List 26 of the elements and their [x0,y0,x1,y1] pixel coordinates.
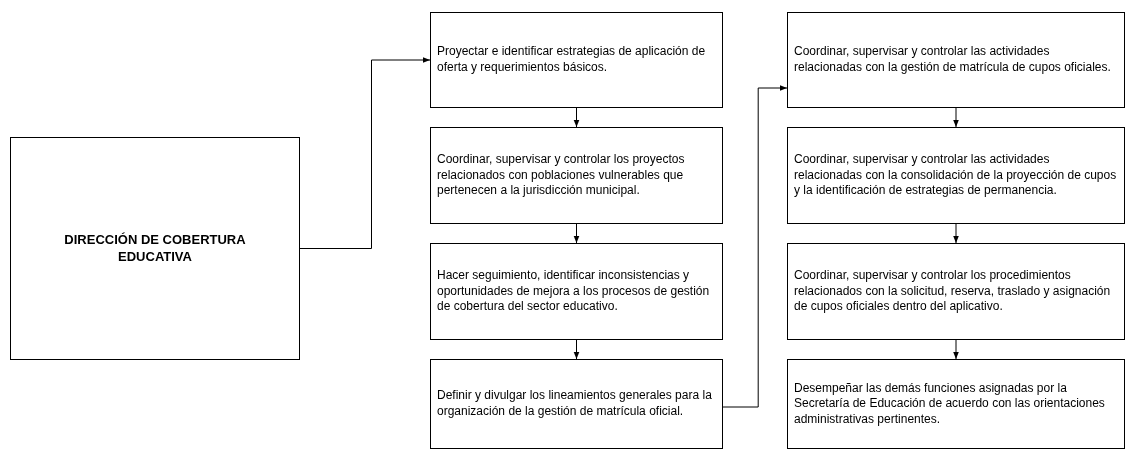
process-box [430,127,723,224]
box-text: Coordinar, supervisar y controlar los procedimientos relacionados con la solicitud, reserva, traslado y asignación de cupos oficiales dentro del aplicativo. [794,268,1112,315]
process-box [787,12,1125,108]
process-box [787,243,1125,340]
process-box [430,12,723,108]
arrow [722,85,788,408]
process-box [430,359,723,449]
box-text: Definir y divulgar los lineamientos generales para la organización de la gestión de matrícula oficial. [437,388,713,420]
box-text: DIRECCIÓN DE COBERTURA EDUCATIVA [63,231,247,266]
box-text: Coordinar, supervisar y controlar las actividades relacionadas con la consolidación de la proyección de cupos y la identificación de estrategias de permanencia. [794,152,1118,199]
process-box [10,137,300,360]
process-box [430,243,723,340]
arrow [953,223,959,244]
arrow [299,57,431,249]
arrow [573,107,580,128]
box-text: Hacer seguimiento, identificar inconsistencias y oportunidades de mejora a los procesos de gestión de cobertura del sector educativo. [437,268,711,315]
box-text: Coordinar, supervisar y controlar las actividades relacionadas con la gestión de matrícula de cupos oficiales. [794,44,1112,76]
arrow [953,107,959,128]
box-text: Coordinar, supervisar y controlar los proyectos relacionados con poblaciones vulnerables que pertenecen a la jurisdicción municipal. [437,152,686,199]
process-box [787,359,1125,449]
arrow [573,339,580,360]
box-text: Desempeñar las demás funciones asignadas por la Secretaría de Educación de acuerdo con las orientaciones administrativas pertinentes. [794,380,1106,428]
box-text: Proyectar e identificar estrategias de aplicación de oferta y requerimientos básicos. [437,44,707,76]
arrow [953,339,959,360]
arrow [573,223,580,244]
process-box [787,127,1125,224]
